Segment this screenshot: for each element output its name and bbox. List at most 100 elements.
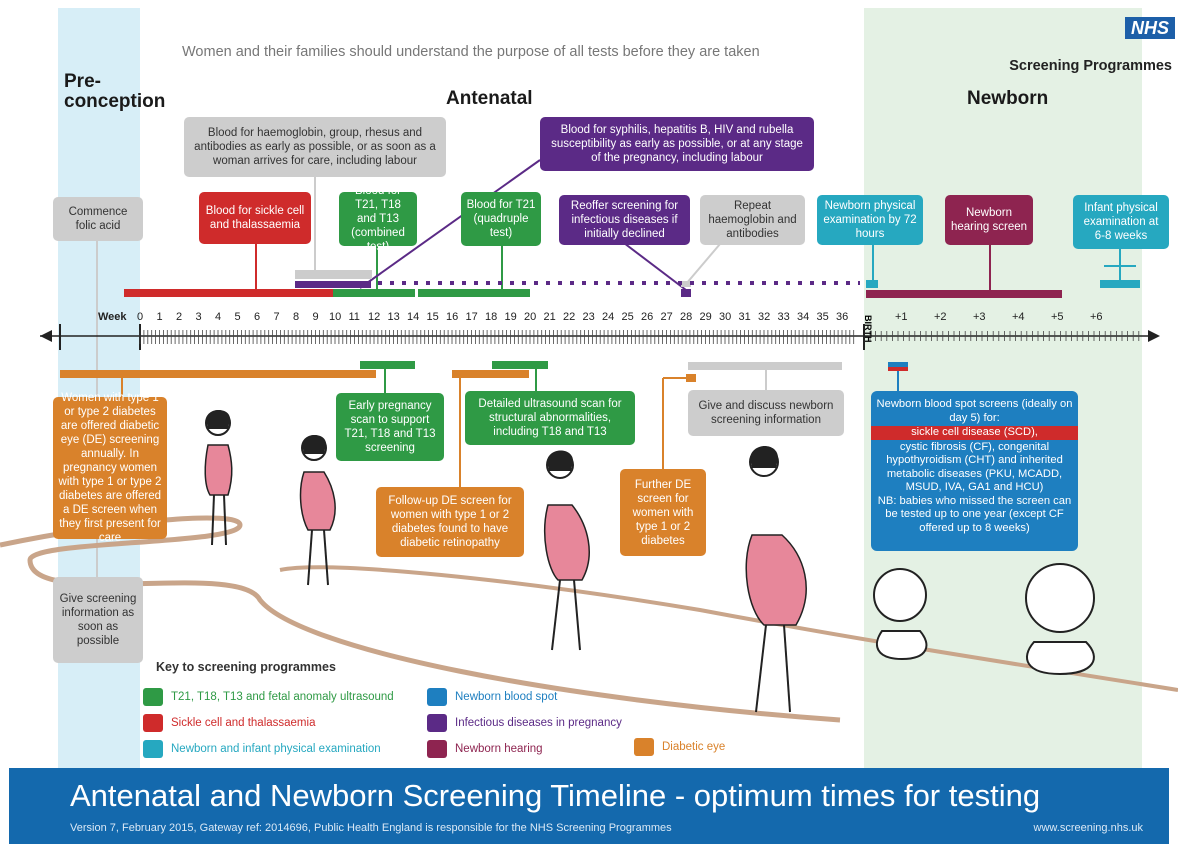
key-item: Newborn blood spot (427, 688, 557, 706)
key-item: Newborn and infant physical examination (143, 740, 381, 758)
newborn-week-tick-label: +3 (973, 311, 986, 323)
week-tick-label: 16 (446, 311, 459, 323)
section-newborn: Newborn (967, 88, 1049, 109)
week-tick-label: 11 (348, 311, 360, 323)
week-tick-label: 30 (719, 311, 732, 323)
baby-illustration-1 (873, 568, 928, 661)
footer-url[interactable]: www.screening.nhs.uk (1033, 822, 1143, 834)
week-tick-label: 7 (273, 311, 280, 323)
week-tick-label: 22 (563, 311, 576, 323)
newborn-week-tick-label: +4 (1012, 311, 1025, 323)
key-item-label: Newborn blood spot (455, 691, 558, 703)
newborn-hearing-box: Newborn hearing screen (945, 195, 1033, 245)
sickle-cell-box: Blood for sickle cell and thalassaemia (199, 192, 311, 244)
week-tick-label: 17 (465, 311, 478, 323)
week-tick-label: 29 (699, 311, 712, 323)
week-tick-label: 14 (407, 311, 420, 323)
key-item: T21, T18, T13 and fetal anomaly ultrasou… (143, 688, 394, 706)
birth-marker: BIRTH (863, 315, 873, 343)
week-tick-label: 24 (602, 311, 615, 323)
week-tick-label: 25 (621, 311, 634, 323)
folic-acid-box: Commence folic acid (53, 197, 143, 241)
week-tick-label: 35 (816, 311, 829, 323)
week-tick-label: 6 (254, 311, 261, 323)
newborn-week-tick-label: +6 (1090, 311, 1103, 323)
infant-physical-box: Infant physical examination at 6-8 weeks (1073, 195, 1169, 249)
ultrasound-icon (143, 688, 163, 706)
nhs-logo: NHS (1125, 17, 1175, 39)
newborn-info-box: Give and discuss newborn screening infor… (688, 390, 844, 436)
week-tick-label: 8 (293, 311, 300, 323)
newborn-week-tick-label: +2 (934, 311, 947, 323)
week-tick-label: 36 (836, 311, 849, 323)
week-tick-label: 0 (137, 311, 144, 323)
key-title: Key to screening programmes (156, 660, 336, 674)
key-item: Infectious diseases in pregnancy (427, 714, 622, 732)
week-tick-label: 12 (368, 311, 381, 323)
blood-spot-scd: sickle cell disease (SCD), (871, 426, 1078, 440)
blood-spot-note: NB: babies who missed the screen can be … (877, 494, 1072, 534)
combined-test-box: Blood for T21, T18 and T13 (combined tes… (339, 185, 417, 253)
section-preconception: Pre- conception (64, 71, 166, 112)
week-tick-label: 31 (738, 311, 751, 323)
key-item-label: Diabetic eye (662, 741, 726, 753)
week-tick-label: 27 (660, 311, 673, 323)
blood-spot-conditions: cystic fibrosis (CF), congenital hypothy… (886, 440, 1063, 494)
detailed-scan-box: Detailed ultrasound scan for structural … (465, 391, 635, 445)
week-tick-label: 34 (797, 311, 810, 323)
baby-illustration-2 (1025, 563, 1095, 676)
infectious-icon (427, 714, 447, 732)
infectious-diseases-box: Blood for syphilis, hepatitis B, HIV and… (540, 117, 814, 171)
footer-bar (9, 768, 1169, 844)
screening-programmes-label: Screening Programmes (1009, 58, 1172, 74)
key-item-label: Sickle cell and thalassaemia (171, 717, 316, 729)
week-tick-label: 4 (215, 311, 222, 323)
week-tick-label: 20 (524, 311, 537, 323)
week-tick-label: 2 (176, 311, 183, 323)
pregnant-woman-illustration-2 (299, 435, 336, 586)
pregnant-woman-illustration-1 (204, 410, 233, 546)
key-item-label: Newborn and infant physical examination (171, 743, 381, 755)
week-tick-label: 28 (680, 311, 693, 323)
week-tick-label: 9 (312, 311, 319, 323)
footer-title: Antenatal and Newborn Screening Timeline… (70, 778, 1041, 813)
followup-de-box: Follow-up DE screen for women with type … (376, 487, 524, 557)
week-tick-label: 5 (234, 311, 241, 323)
newborn-week-tick-label: +1 (895, 311, 908, 323)
week-label: Week (98, 311, 127, 323)
quadruple-test-box: Blood for T21 (quadruple test) (461, 192, 541, 246)
week-tick-label: 19 (504, 311, 517, 323)
week-tick-label: 3 (195, 311, 202, 323)
week-tick-label: 26 (641, 311, 654, 323)
newborn-physical-box: Newborn physical examination by 72 hours (817, 195, 923, 245)
week-tick-label: 18 (485, 311, 498, 323)
further-de-box: Further DE screen for women with type 1 … (620, 469, 706, 556)
key-item-label: T21, T18, T13 and fetal anomaly ultrasou… (171, 691, 394, 703)
week-tick-label: 32 (758, 311, 771, 323)
tagline: Women and their families should understa… (182, 44, 760, 60)
diabetic-eye-box: Women with type 1 or type 2 diabetes are… (53, 392, 167, 544)
eye-icon (634, 738, 654, 756)
week-tick-label: 33 (777, 311, 790, 323)
key-item-label: Infectious diseases in pregnancy (455, 717, 622, 729)
repeat-haemoglobin-box: Repeat haemoglobin and antibodies (700, 195, 805, 245)
week-tick-label: 1 (156, 311, 163, 323)
week-tick-label: 21 (543, 311, 556, 323)
blood-spot-intro: Newborn blood spot screens (ideally on d… (876, 398, 1073, 424)
give-information-box: Give screening information as soon as po… (53, 577, 143, 663)
pregnant-woman-illustration-3 (543, 450, 590, 651)
footer-subtitle: Version 7, February 2015, Gateway ref: 2… (70, 822, 672, 834)
section-antenatal: Antenatal (446, 88, 533, 109)
week-tick-label: 23 (582, 311, 595, 323)
physical-exam-icon (143, 740, 163, 758)
haemoglobin-box: Blood for haemoglobin, group, rhesus and… (184, 117, 446, 177)
blood-spot-icon (427, 688, 447, 706)
key-item: Diabetic eye (634, 738, 725, 756)
blood-spot-box: Newborn blood spot screens (ideally on d… (871, 391, 1078, 551)
key-item: Newborn hearing (427, 740, 543, 758)
pregnant-woman-illustration-4 (745, 446, 807, 713)
newborn-week-tick-label: +5 (1051, 311, 1064, 323)
sickle-cell-icon (143, 714, 163, 732)
week-tick-label: 13 (387, 311, 400, 323)
